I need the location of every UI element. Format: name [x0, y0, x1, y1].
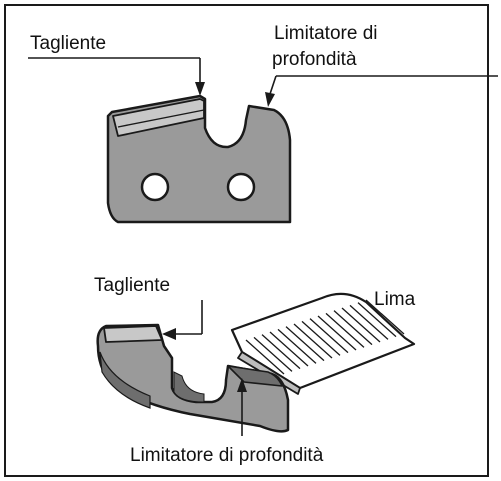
- file-tooth-line: [269, 331, 309, 367]
- bottom-leaders: [162, 300, 247, 436]
- file-tooth-line: [253, 336, 293, 372]
- bottom-link-shade: [99, 351, 151, 409]
- top-limiter-arrowhead: [265, 92, 275, 107]
- bottom-limiter-arrowhead: [237, 378, 247, 392]
- file-tooth-line: [261, 334, 301, 370]
- file-tooth-line: [341, 307, 381, 343]
- top-leaders: [28, 57, 498, 107]
- file-tooth-line: [301, 320, 341, 356]
- file-tooth-line: [277, 328, 317, 364]
- file-tooth-line: [309, 318, 349, 354]
- file-tooth-line: [357, 302, 397, 338]
- bottom-cutter-arrowhead: [162, 328, 176, 340]
- bottom-limiter-top: [227, 365, 283, 387]
- file-label: Lima: [374, 289, 416, 310]
- file-tool: [230, 292, 416, 395]
- file-tooth-line: [333, 310, 373, 346]
- top-cutter-edge: [117, 109, 205, 128]
- top-limiter-leader-drop: [269, 75, 277, 95]
- file-tooth-line: [317, 315, 357, 351]
- bottom-cutter-label: Tagliente: [94, 275, 171, 296]
- bottom-chain-link: [96, 323, 290, 433]
- top-cutter-label: Tagliente: [30, 33, 107, 54]
- bottom-depth-limiter-label: Limitatore di profondità: [130, 445, 324, 466]
- top-depth-limiter-label-line1: Limitatore di: [274, 23, 378, 44]
- top-cutter-plate: [112, 98, 205, 137]
- top-chain-link: [106, 94, 292, 224]
- bottom-cutter-top: [103, 325, 163, 343]
- file-tooth-line: [293, 323, 333, 359]
- file-teeth: [245, 299, 405, 375]
- figure-frame: [4, 4, 489, 477]
- file-tooth-line: [285, 326, 325, 362]
- top-cutter-arrowhead: [195, 82, 205, 96]
- bottom-gullet-shade: [173, 371, 205, 403]
- top-depth-limiter-label-line2: profondità: [272, 49, 357, 70]
- file-tooth-line: [245, 339, 285, 375]
- file-tooth-line: [365, 299, 405, 335]
- file-tooth-line: [349, 304, 389, 340]
- top-rivet-hole-left: [140, 172, 170, 202]
- file-tooth-line: [325, 312, 365, 348]
- top-rivet-hole-right: [226, 172, 256, 202]
